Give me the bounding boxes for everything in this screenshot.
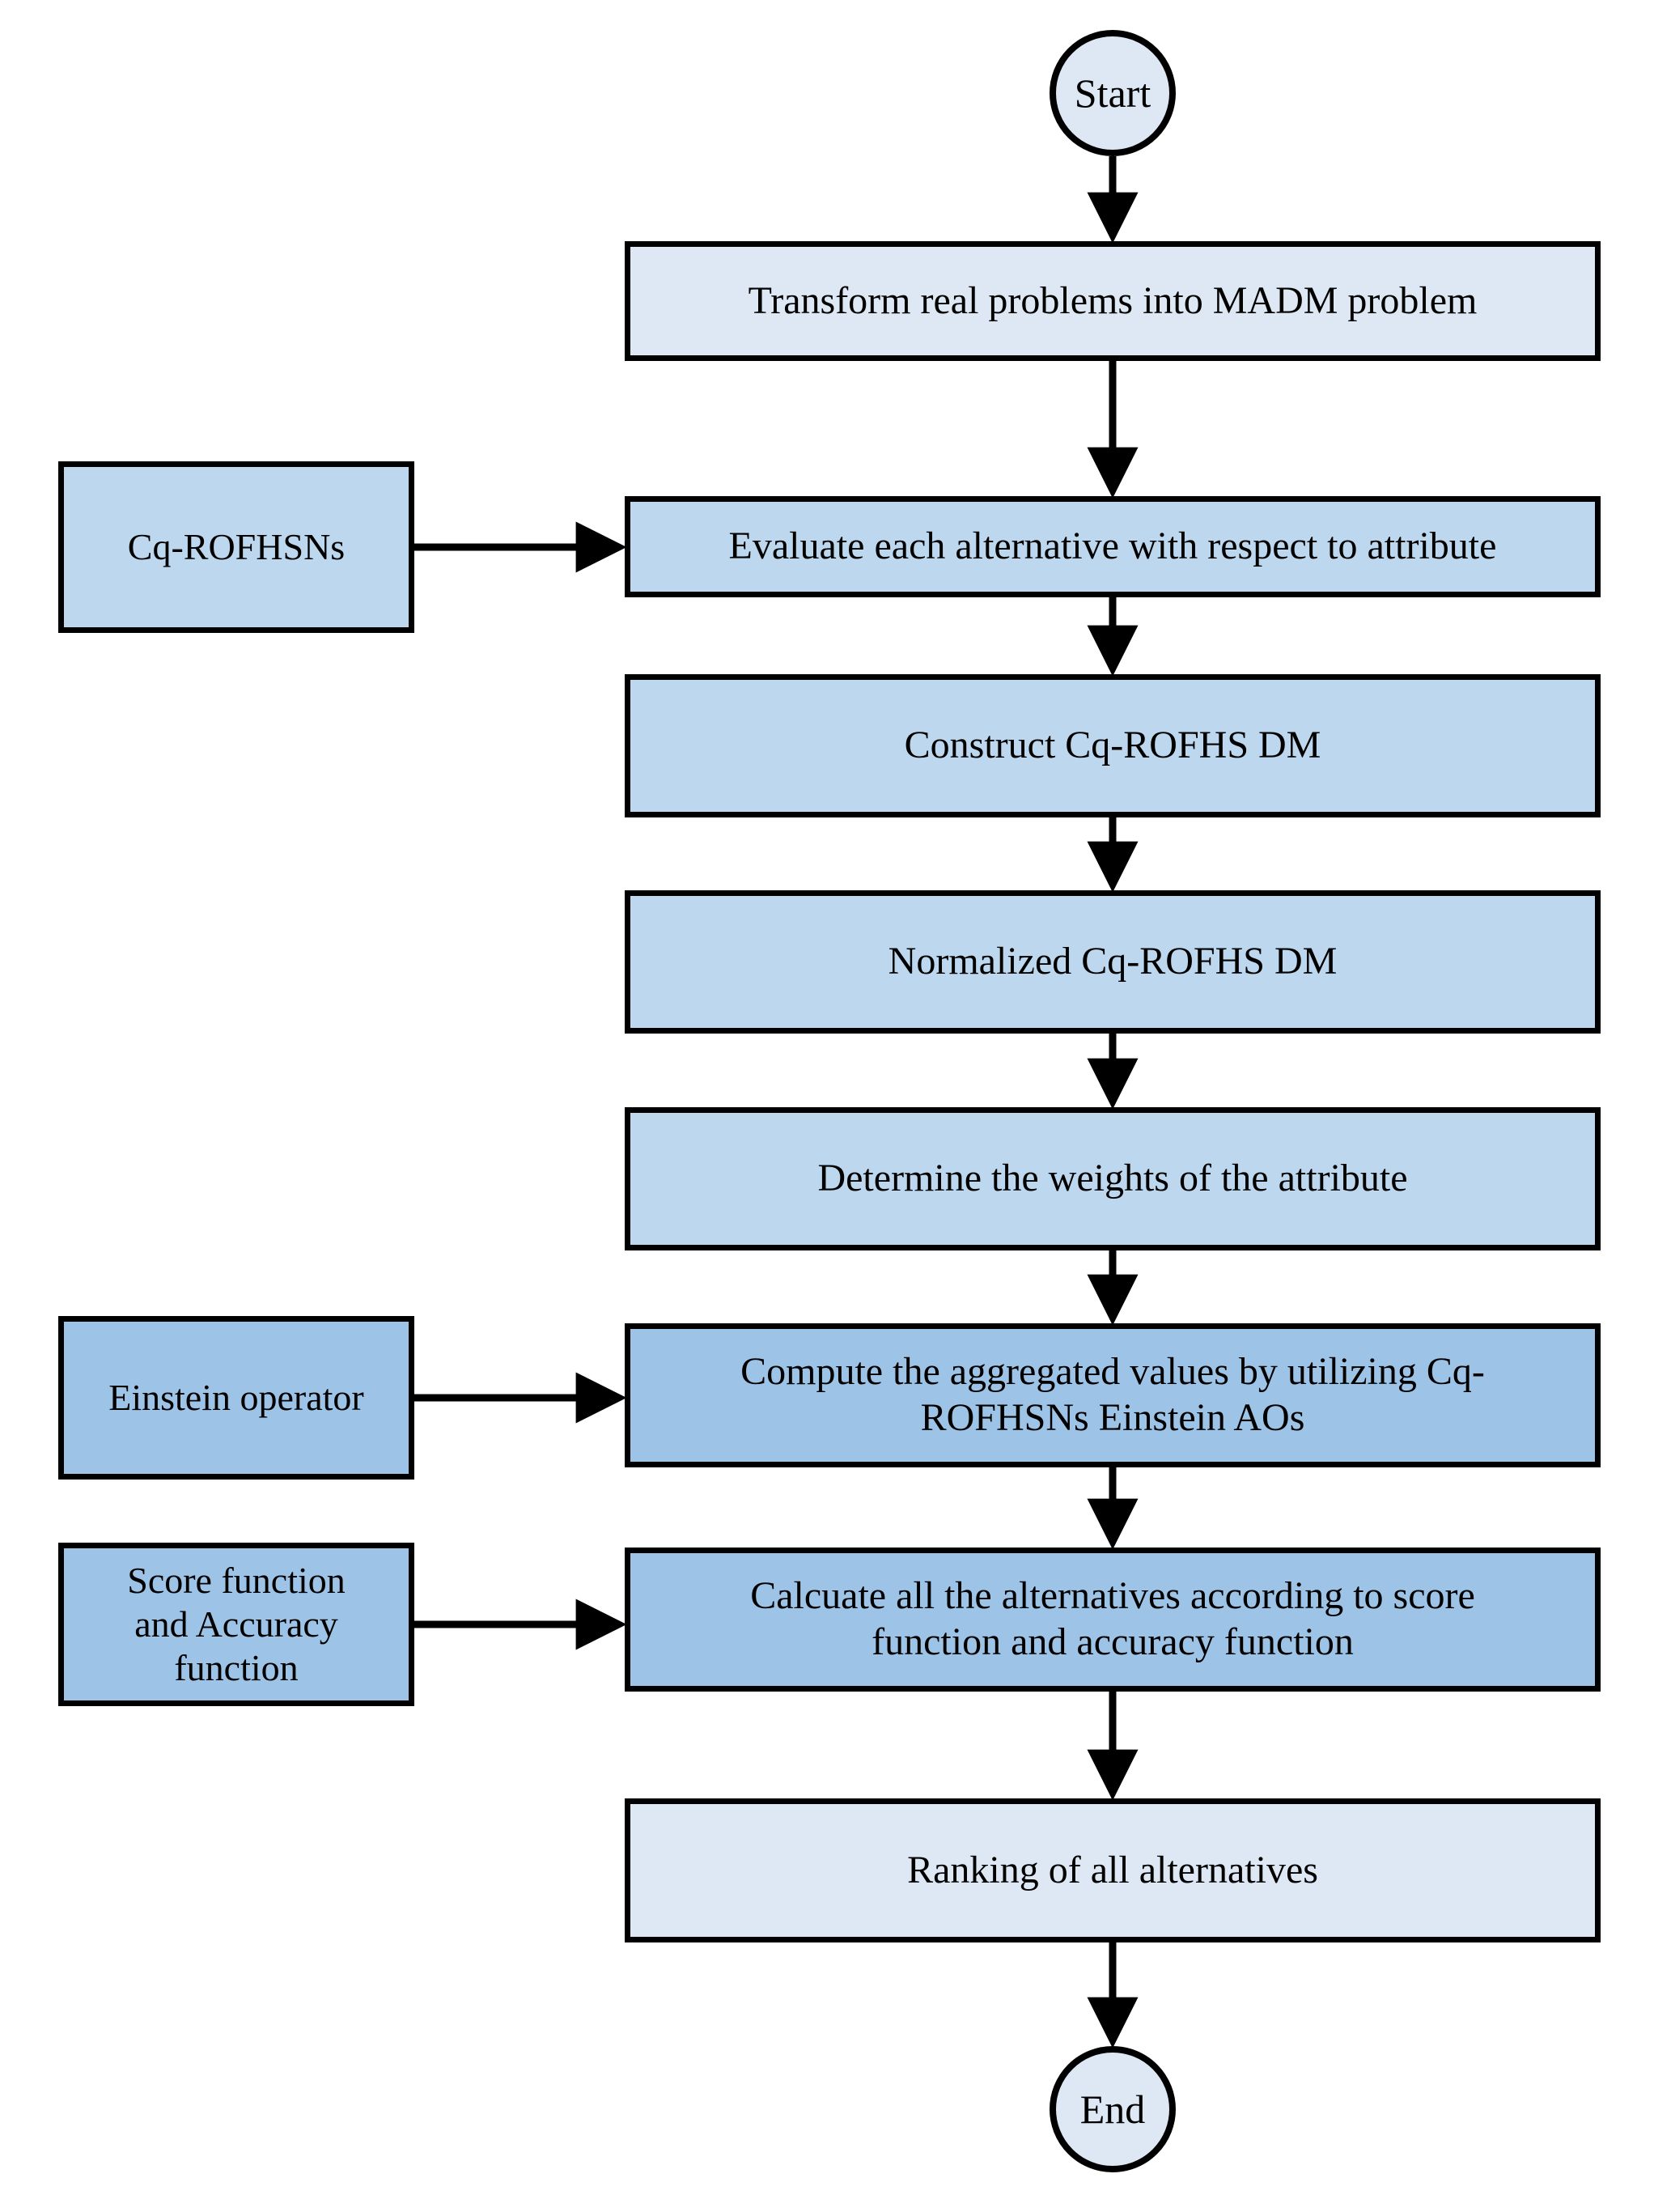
node-score-accuracy-function-label: Score function and Accuracy function	[127, 1559, 346, 1689]
node-evaluate-alternative-label: Evaluate each alternative with respect t…	[728, 524, 1497, 568]
node-cq-rofhsns[interactable]: Cq-ROFHSNs	[58, 461, 414, 633]
node-compute-aggregated-values[interactable]: Compute the aggregated values by utilizi…	[625, 1323, 1601, 1467]
node-construct-dm[interactable]: Construct Cq-ROFHS DM	[625, 674, 1601, 817]
node-determine-weights[interactable]: Determine the weights of the attribute	[625, 1107, 1601, 1250]
node-determine-weights-label: Determine the weights of the attribute	[817, 1157, 1408, 1200]
node-end-label: End	[1079, 2086, 1146, 2132]
node-einstein-operator[interactable]: Einstein operator	[58, 1316, 414, 1480]
node-normalized-dm-label: Normalized Cq-ROFHS DM	[888, 940, 1338, 983]
node-ranking-alternatives-label: Ranking of all alternatives	[907, 1848, 1318, 1891]
node-evaluate-alternative[interactable]: Evaluate each alternative with respect t…	[625, 496, 1601, 597]
node-einstein-operator-label: Einstein operator	[108, 1376, 364, 1418]
node-calculate-alternatives[interactable]: Calcuate all the alternatives according …	[625, 1548, 1601, 1692]
node-compute-aggregated-values-label: Compute the aggregated values by utilizi…	[740, 1350, 1485, 1439]
node-normalized-dm[interactable]: Normalized Cq-ROFHS DM	[625, 890, 1601, 1034]
node-transform-real-problems[interactable]: Transform real problems into MADM proble…	[625, 241, 1601, 361]
node-construct-dm-label: Construct Cq-ROFHS DM	[904, 724, 1321, 767]
node-transform-real-problems-label: Transform real problems into MADM proble…	[748, 278, 1478, 322]
node-score-accuracy-function[interactable]: Score function and Accuracy function	[58, 1543, 414, 1706]
node-ranking-alternatives[interactable]: Ranking of all alternatives	[625, 1798, 1601, 1942]
node-cq-rofhsns-label: Cq-ROFHSNs	[127, 525, 346, 567]
node-end[interactable]: End	[1050, 2046, 1176, 2172]
node-start-label: Start	[1074, 70, 1151, 116]
node-start[interactable]: Start	[1050, 30, 1176, 156]
node-calculate-alternatives-label: Calcuate all the alternatives according …	[750, 1574, 1475, 1663]
